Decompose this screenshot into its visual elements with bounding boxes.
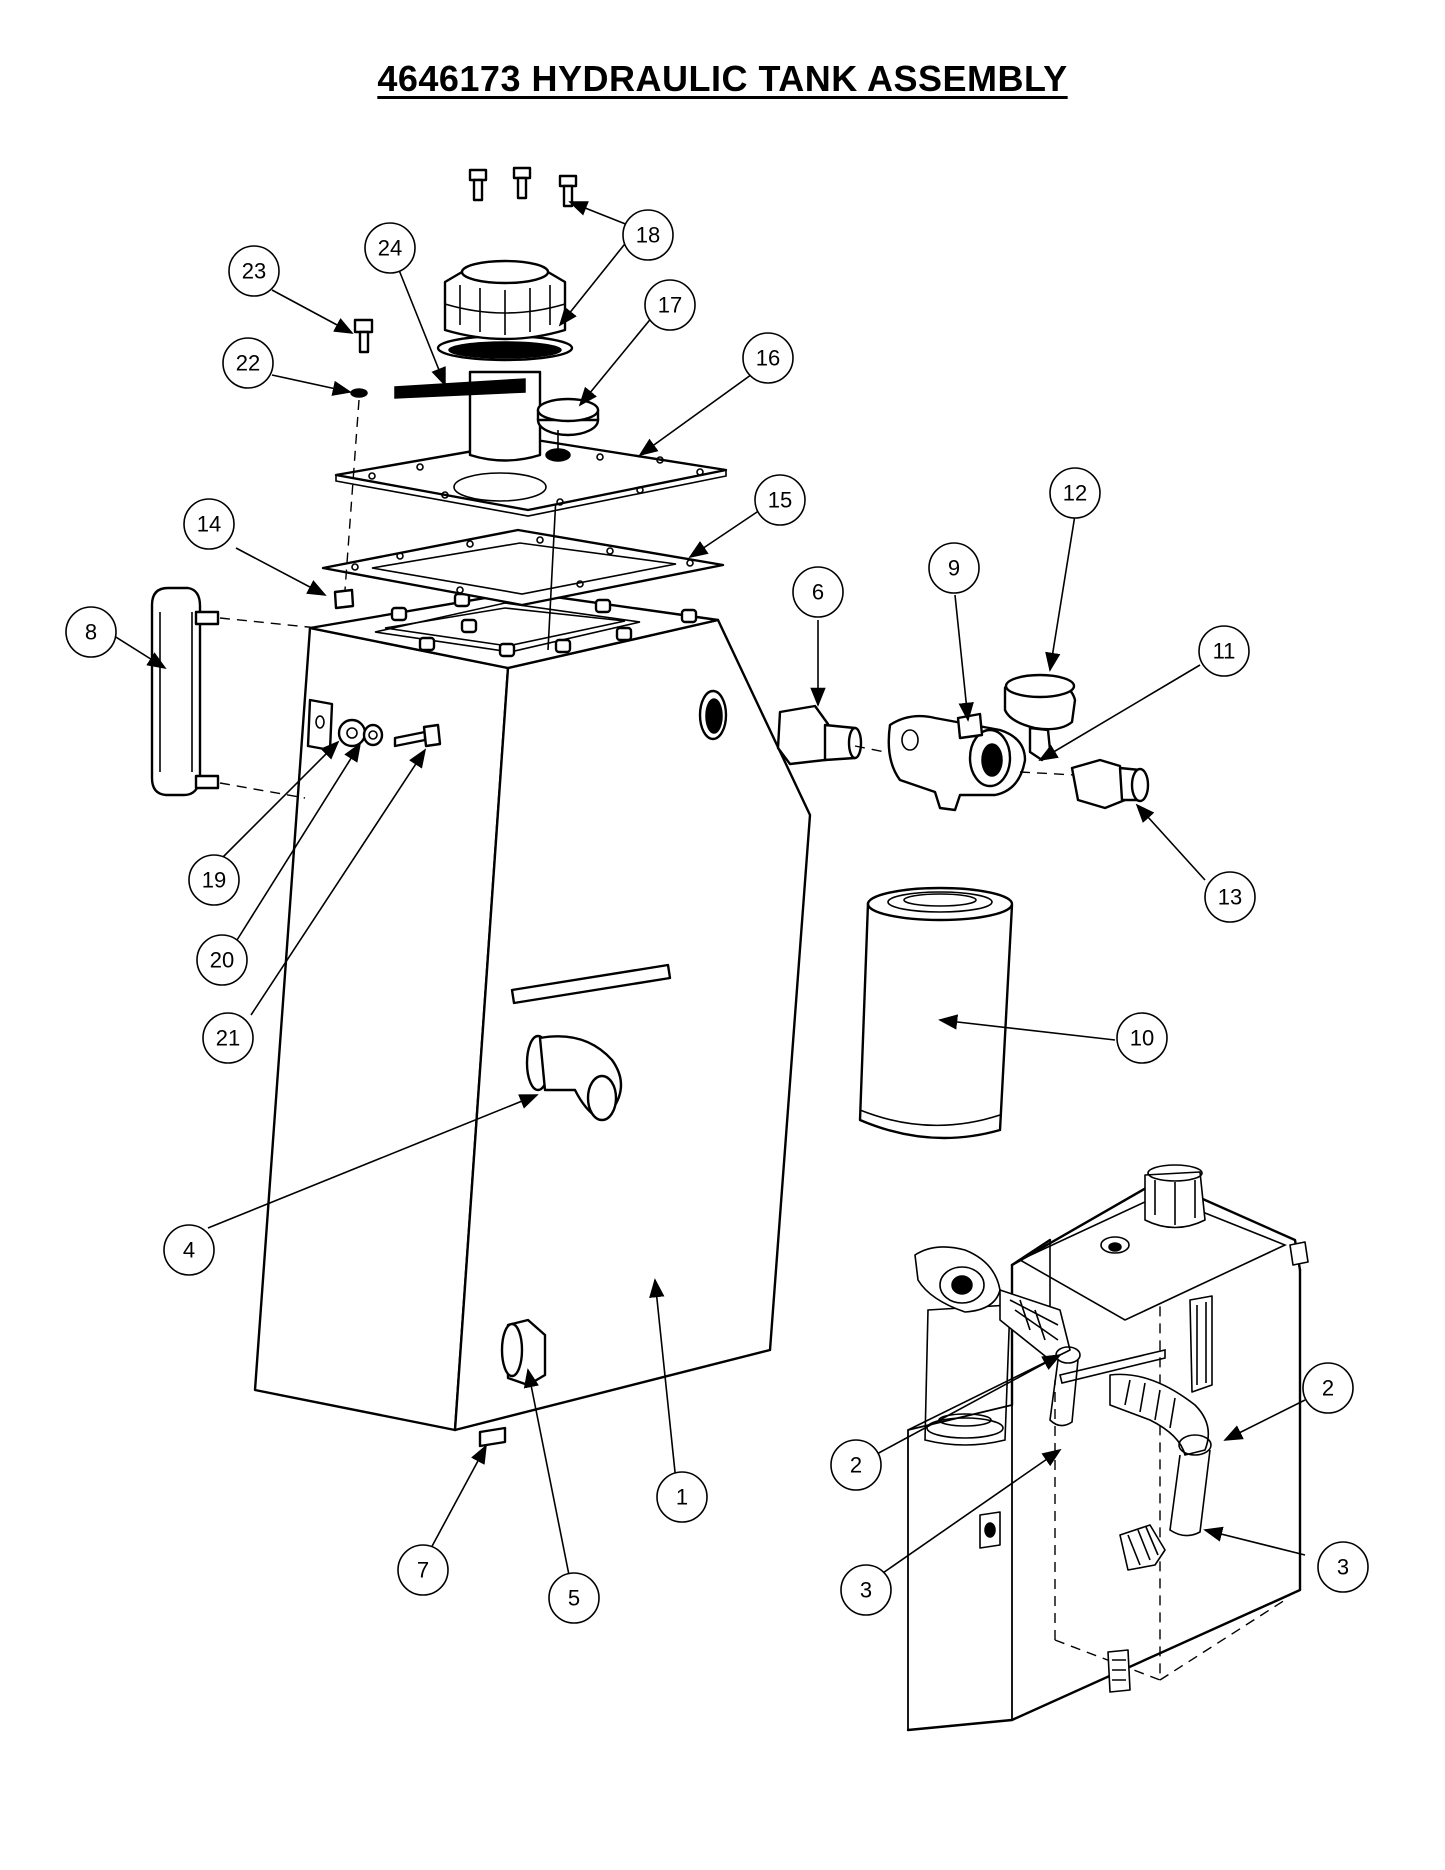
callout-5: 5 bbox=[548, 1572, 600, 1624]
filter-element bbox=[858, 886, 1014, 1140]
top-cover-plate bbox=[334, 438, 728, 517]
svg-text:15: 15 bbox=[768, 488, 792, 513]
callout-20: 20 bbox=[196, 934, 248, 986]
assembled-view bbox=[906, 1164, 1309, 1732]
svg-text:21: 21 bbox=[216, 1026, 240, 1051]
callout-6: 6 bbox=[792, 566, 844, 618]
svg-text:4: 4 bbox=[183, 1238, 195, 1263]
drain-plug-hex bbox=[500, 1318, 547, 1387]
callout-23: 23 bbox=[228, 245, 280, 297]
svg-text:17: 17 bbox=[658, 293, 682, 318]
svg-text:6: 6 bbox=[812, 580, 824, 605]
callout-3-left: 3 bbox=[840, 1564, 892, 1616]
callout-24: 24 bbox=[364, 222, 416, 274]
callout-1: 1 bbox=[656, 1471, 708, 1523]
callout-2-left: 2 bbox=[830, 1439, 882, 1491]
callout-4: 4 bbox=[163, 1224, 215, 1276]
filler-breather bbox=[436, 259, 574, 462]
svg-text:11: 11 bbox=[1213, 639, 1236, 664]
svg-text:3: 3 bbox=[1337, 1555, 1349, 1580]
callout-3-right: 3 bbox=[1317, 1541, 1369, 1593]
callout-7: 7 bbox=[397, 1544, 449, 1596]
svg-text:7: 7 bbox=[417, 1558, 429, 1583]
outlet-fitting bbox=[1070, 758, 1150, 810]
svg-text:9: 9 bbox=[948, 556, 960, 581]
svg-text:23: 23 bbox=[242, 259, 266, 284]
callout-9: 9 bbox=[928, 542, 980, 594]
pressure-gauge bbox=[1003, 673, 1077, 762]
svg-text:18: 18 bbox=[636, 223, 660, 248]
svg-text:8: 8 bbox=[85, 620, 97, 645]
callout-15: 15 bbox=[754, 474, 806, 526]
svg-text:1: 1 bbox=[676, 1485, 688, 1510]
callout-22: 22 bbox=[222, 337, 274, 389]
svg-text:20: 20 bbox=[210, 948, 234, 973]
cap-bolts bbox=[468, 166, 578, 208]
svg-text:5: 5 bbox=[568, 1586, 580, 1611]
callout-14: 14 bbox=[183, 498, 235, 550]
svg-text:10: 10 bbox=[1130, 1026, 1154, 1051]
tank-top-bolts bbox=[390, 584, 698, 658]
callout-18: 18 bbox=[622, 209, 674, 261]
diagram-title: 4646173 HYDRAULIC TANK ASSEMBLY bbox=[377, 58, 1068, 99]
svg-text:24: 24 bbox=[378, 236, 402, 261]
callout-16: 16 bbox=[742, 332, 794, 384]
callout-2-right: 2 bbox=[1302, 1362, 1354, 1414]
suction-elbow bbox=[525, 1034, 623, 1122]
gasket bbox=[321, 528, 725, 607]
hydraulic-tank-body bbox=[253, 584, 812, 1448]
callout-10: 10 bbox=[1116, 1012, 1168, 1064]
callout-12: 12 bbox=[1049, 467, 1101, 519]
svg-text:13: 13 bbox=[1218, 885, 1242, 910]
svg-text:2: 2 bbox=[1322, 1376, 1334, 1401]
svg-text:22: 22 bbox=[236, 351, 260, 376]
svg-text:12: 12 bbox=[1063, 481, 1087, 506]
sight-gauge bbox=[150, 586, 319, 799]
callout-19: 19 bbox=[188, 854, 240, 906]
callout-8: 8 bbox=[65, 606, 117, 658]
callout-17: 17 bbox=[644, 279, 696, 331]
sight-gauge-hardware bbox=[337, 718, 442, 748]
svg-text:16: 16 bbox=[756, 346, 780, 371]
callout-21: 21 bbox=[202, 1012, 254, 1064]
svg-text:14: 14 bbox=[197, 512, 221, 537]
callout-11: 11 bbox=[1198, 625, 1250, 677]
svg-text:3: 3 bbox=[860, 1578, 872, 1603]
svg-text:19: 19 bbox=[202, 868, 226, 893]
filter-head bbox=[887, 712, 1027, 812]
adapter-fitting bbox=[776, 704, 863, 766]
svg-text:2: 2 bbox=[850, 1453, 862, 1478]
callout-13: 13 bbox=[1204, 871, 1256, 923]
